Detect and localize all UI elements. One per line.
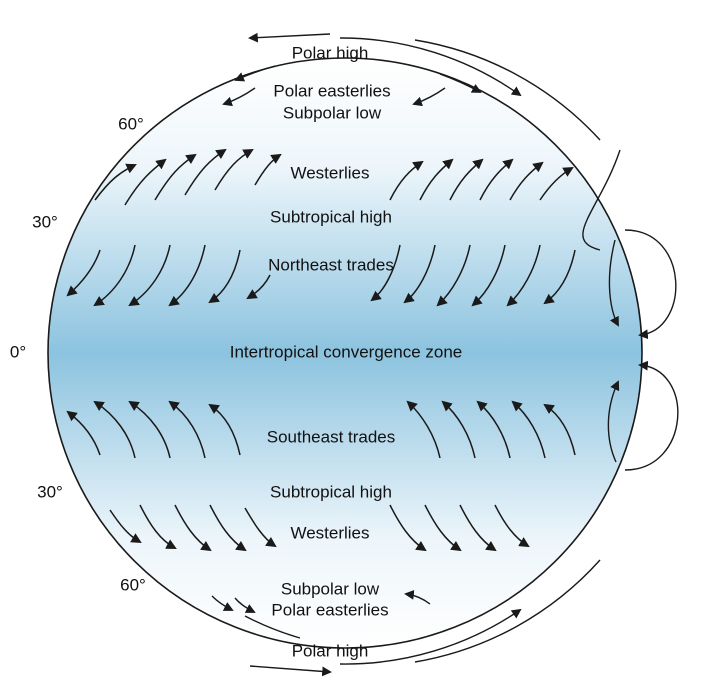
outer-circulation-arcs [234, 32, 621, 677]
label-subpolar-low-south: Subpolar low [280, 579, 380, 599]
label-subtropical-high-south: Subtropical high [270, 482, 392, 502]
label-westerlies-north: Westerlies [290, 163, 370, 183]
westerlies-north-arrows [94, 148, 574, 206]
label-itcz: Intertropical convergence zone [229, 342, 463, 362]
polar-easterlies-arrows [211, 87, 446, 613]
label-subpolar-low-north: Subpolar low [282, 103, 382, 123]
hadley-cell-loops [607, 229, 679, 471]
westerlies-south-arrows [109, 504, 530, 552]
globe [47, 57, 643, 649]
latitude-30-north: 30° [32, 212, 58, 232]
label-polar-high-north: Polar high [291, 43, 369, 63]
latitude-60-south: 60° [120, 575, 146, 595]
label-northeast-trades: Northeast trades [268, 255, 394, 275]
label-polar-easterlies-south: Polar easterlies [271, 600, 389, 620]
label-westerlies-south: Westerlies [290, 523, 370, 543]
latitude-30-south: 30° [37, 482, 63, 502]
latitude-equator: 0° [9, 342, 27, 362]
label-polar-easterlies-north: Polar easterlies [273, 81, 391, 101]
label-polar-high-south: Polar high [291, 641, 369, 661]
southeast-trades-arrows [66, 400, 576, 459]
northeast-trades-arrows [66, 244, 576, 307]
label-southeast-trades: Southeast trades [266, 427, 396, 447]
latitude-60-north: 60° [118, 114, 144, 134]
label-subtropical-high-north: Subtropical high [270, 207, 392, 227]
